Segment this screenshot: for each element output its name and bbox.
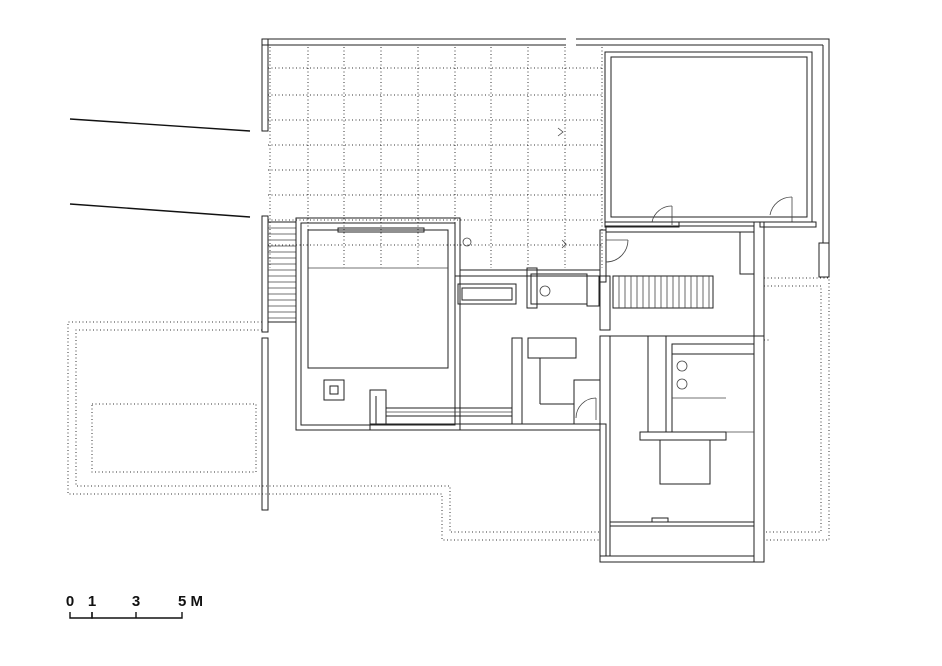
site-lines bbox=[69, 118, 251, 218]
scale-label-0: 0 bbox=[66, 593, 74, 610]
west-stair bbox=[267, 221, 297, 323]
living-room bbox=[295, 217, 472, 431]
landscape-outlines bbox=[67, 277, 830, 541]
garage-room bbox=[604, 45, 830, 278]
terrace-walls bbox=[261, 38, 830, 333]
grid-mark bbox=[561, 239, 567, 249]
scale-label-5m: 5 M bbox=[178, 593, 203, 610]
scale-label-3: 3 bbox=[132, 593, 140, 610]
central-walls bbox=[455, 218, 765, 563]
terrace-grid bbox=[268, 47, 604, 268]
west-fence bbox=[261, 337, 269, 511]
lower-wing bbox=[369, 335, 764, 563]
scale-bar: 0 1 3 5 M bbox=[66, 593, 203, 619]
scale-label-1: 1 bbox=[88, 593, 96, 610]
interior-stair bbox=[612, 275, 714, 309]
grid-mark bbox=[557, 127, 564, 137]
